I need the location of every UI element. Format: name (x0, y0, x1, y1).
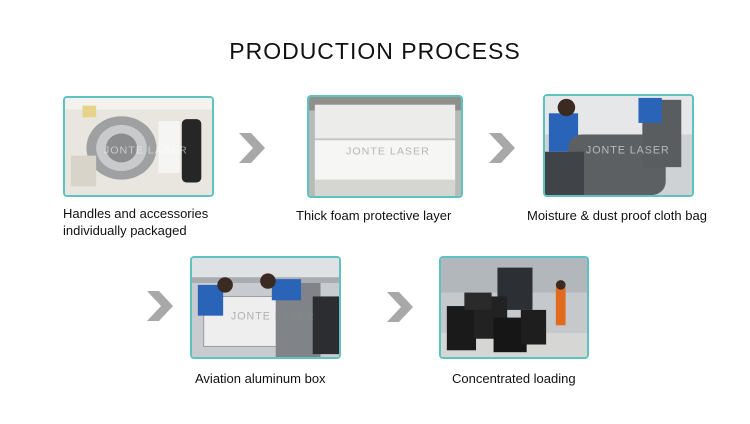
chevron-right-icon (489, 133, 515, 163)
step-photo-cloth-bag: JONTE LASER (543, 94, 694, 197)
svg-text:JONTE LASER: JONTE LASER (586, 145, 670, 157)
chevron-right-icon (147, 291, 173, 321)
step-photo-packaged-accessories: JONTE LASER (63, 96, 214, 197)
svg-text:JONTE LASER: JONTE LASER (231, 311, 315, 323)
page-title: PRODUCTION PROCESS (229, 38, 521, 64)
step-photo-foam-layer: JONTE LASER (307, 95, 463, 198)
svg-text:JONTE LASER: JONTE LASER (104, 145, 188, 157)
step-caption: Handles and accessories individually pac… (63, 206, 209, 238)
step-photo-loading (439, 256, 589, 359)
step-photo-aluminum-box: JONTE LASER (190, 256, 341, 359)
step-caption: Concentrated loading (452, 371, 576, 386)
chevron-right-icon (387, 292, 413, 322)
step-caption: Thick foam protective layer (296, 208, 452, 223)
step-caption: Moisture & dust proof cloth bag (527, 208, 707, 223)
step-caption: Aviation aluminum box (195, 371, 326, 386)
svg-text:JONTE LASER: JONTE LASER (346, 146, 430, 158)
chevron-right-icon (239, 133, 265, 163)
